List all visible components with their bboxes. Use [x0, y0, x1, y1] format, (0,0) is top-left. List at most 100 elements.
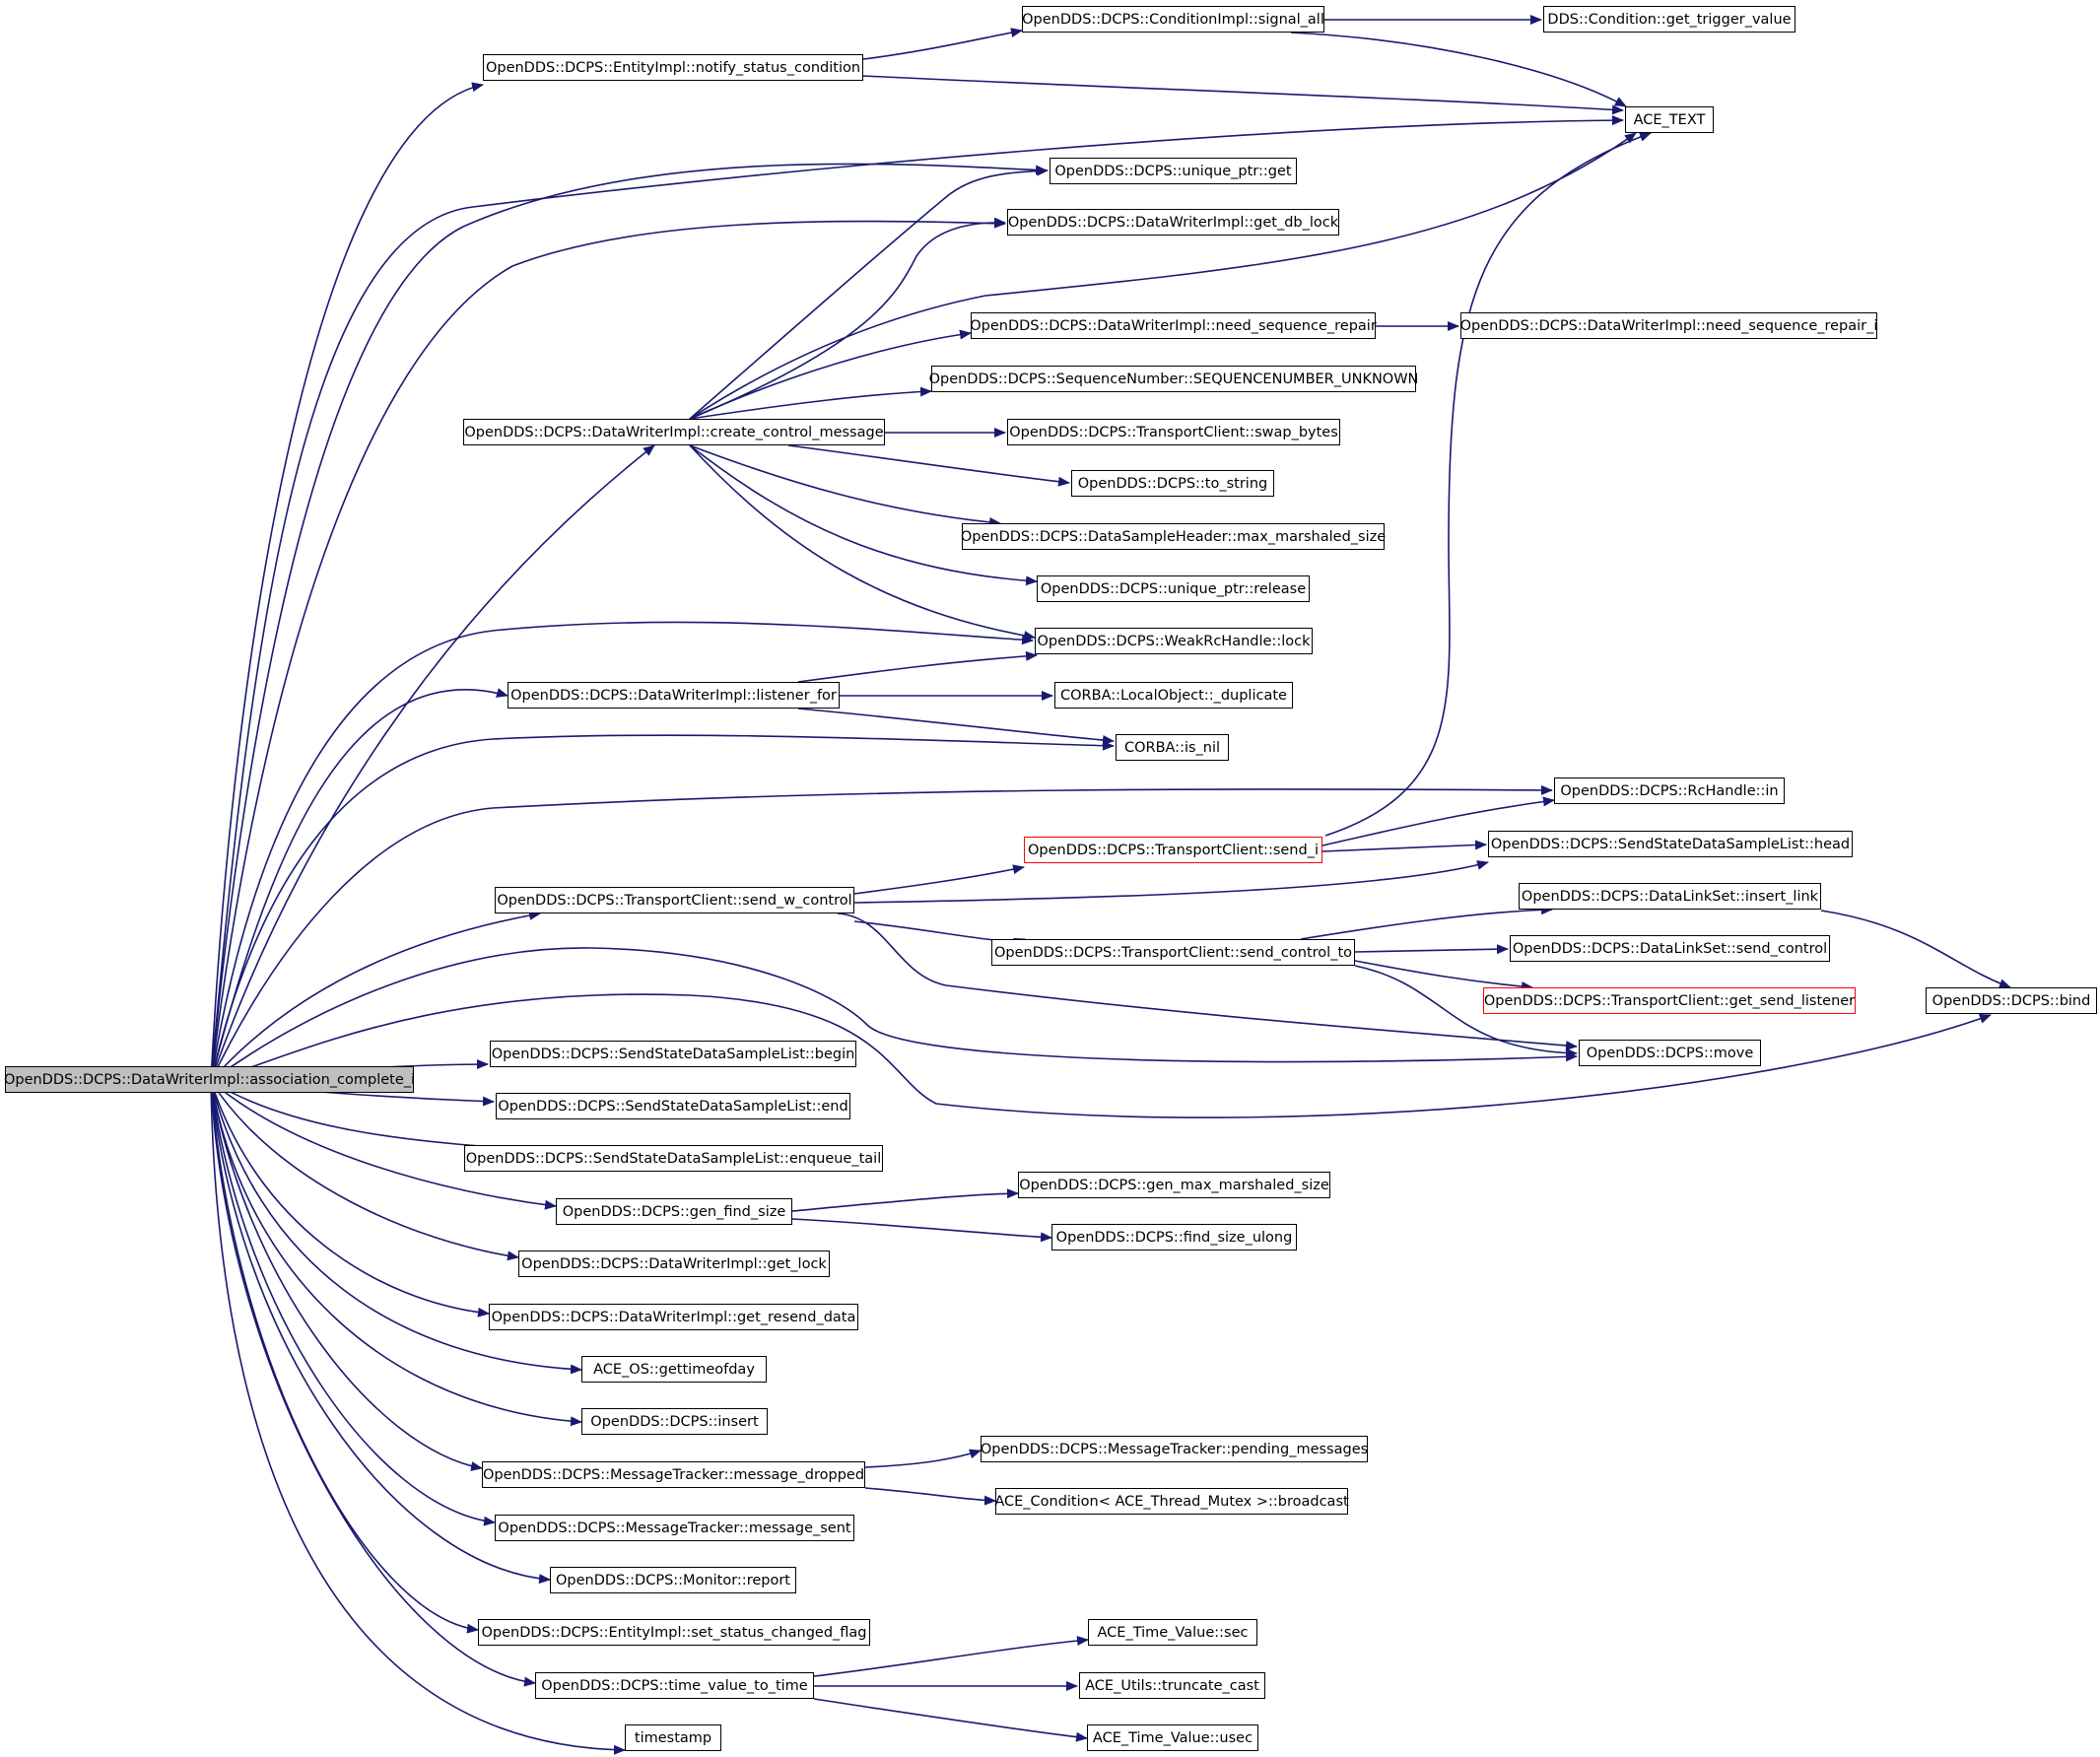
edge-listener-weak-lock [797, 650, 1038, 683]
edge-send-w-ctrl-send-ctrl-to [853, 920, 1026, 948]
node-sequencenumber-unknown[interactable]: OpenDDS::DCPS::SequenceNumber::SEQUENCEN… [929, 366, 1418, 392]
node-max-marshaled-size[interactable]: OpenDDS::DCPS::DataSampleHeader::max_mar… [961, 523, 1386, 550]
node-get-lock[interactable]: OpenDDS::DCPS::DataWriterImpl::get_lock [518, 1250, 830, 1277]
node-listener-for[interactable]: OpenDDS::DCPS::DataWriterImpl::listener_… [508, 682, 840, 709]
edge-create-uptr-release [689, 444, 1038, 586]
node-get-send-listener[interactable]: OpenDDS::DCPS::TransportClient::get_send… [1483, 987, 1856, 1014]
node-need-sequence-repair[interactable]: OpenDDS::DCPS::DataWriterImpl::need_sequ… [970, 312, 1377, 339]
edge-assoc-weak-lock [210, 621, 1034, 1082]
node-corba-is-nil[interactable]: CORBA::is_nil [1116, 734, 1229, 761]
node-get-resend-data[interactable]: OpenDDS::DCPS::DataWriterImpl::get_resen… [489, 1304, 858, 1330]
node-sslist-begin[interactable]: OpenDDS::DCPS::SendStateDataSampleList::… [490, 1041, 856, 1067]
node-unique-ptr-get[interactable]: OpenDDS::DCPS::unique_ptr::get [1050, 158, 1297, 184]
node-ace-text[interactable]: ACE_TEXT [1625, 106, 1714, 133]
node-get-trigger-value[interactable]: DDS::Condition::get_trigger_value [1543, 6, 1795, 33]
edge-send-ctrl-to-insert-link [1300, 905, 1553, 940]
node-condition-broadcast[interactable]: ACE_Condition< ACE_Thread_Mutex >::broad… [994, 1488, 1349, 1515]
node-time-value-usec[interactable]: ACE_Time_Value::usec [1087, 1724, 1258, 1751]
node-notify-status-condition[interactable]: OpenDDS::DCPS::EntityImpl::notify_status… [483, 54, 863, 81]
edge-assoc-gen-find-size [210, 1080, 557, 1210]
node-gettimeofday[interactable]: ACE_OS::gettimeofday [581, 1356, 767, 1383]
node-unique-ptr-release[interactable]: OpenDDS::DCPS::unique_ptr::release [1037, 575, 1310, 602]
edge-assoc-ace-text [210, 115, 1624, 1082]
node-time-value-to-time[interactable]: OpenDDS::DCPS::time_value_to_time [535, 1672, 814, 1699]
edge-notify-signal-all [862, 28, 1023, 60]
node-sslist-head[interactable]: OpenDDS::DCPS::SendStateDataSampleList::… [1488, 831, 1853, 857]
edge-signal-all-ace-text [1290, 32, 1627, 107]
node-insert-link[interactable]: OpenDDS::DCPS::DataLinkSet::insert_link [1519, 883, 1821, 910]
edge-assoc-get-lock [210, 1080, 519, 1261]
node-swap-bytes[interactable]: OpenDDS::DCPS::TransportClient::swap_byt… [1007, 419, 1340, 445]
node-send-control-to[interactable]: OpenDDS::DCPS::TransportClient::send_con… [991, 939, 1355, 966]
edge-assoc-listener-for [210, 688, 508, 1082]
node-find-size-ulong[interactable]: OpenDDS::DCPS::find_size_ulong [1051, 1224, 1297, 1250]
node-sslist-enqueue-tail[interactable]: OpenDDS::DCPS::SendStateDataSampleList::… [464, 1145, 883, 1172]
edge-assoc-create-ctrl [210, 444, 655, 1082]
node-monitor-report[interactable]: OpenDDS::DCPS::Monitor::report [550, 1567, 796, 1593]
edge-create-to-string [787, 444, 1070, 487]
edge-assoc-gettimeofday [210, 1080, 582, 1375]
edge-notify-ace-text [862, 75, 1624, 115]
edge-assoc-get-db-lock [210, 218, 1006, 1082]
edge-create-uptr-get [689, 166, 1049, 420]
node-insert[interactable]: OpenDDS::DCPS::insert [581, 1408, 768, 1435]
edge-send-ctrl-to-get-send-listener [1354, 960, 1533, 991]
node-timestamp[interactable]: timestamp [625, 1724, 721, 1751]
edge-assoc-tv-to-time [210, 1080, 536, 1687]
edge-send-ctrl-to-dls-send-ctrl [1354, 944, 1509, 955]
node-sslist-end[interactable]: OpenDDS::DCPS::SendStateDataSampleList::… [496, 1093, 850, 1119]
edge-gen-find-size-find-size-ulong [791, 1218, 1052, 1243]
edge-send-w-ctrl-move [837, 912, 1578, 1051]
node-pending-messages[interactable]: OpenDDS::DCPS::MessageTracker::pending_m… [981, 1436, 1368, 1462]
edge-send-i-sslist-head [1321, 840, 1487, 852]
node-gen-find-size[interactable]: OpenDDS::DCPS::gen_find_size [556, 1198, 792, 1225]
edge-listener-is-nil [797, 708, 1115, 746]
node-rchandle-in[interactable]: OpenDDS::DCPS::RcHandle::in [1554, 777, 1785, 804]
node-get-db-lock[interactable]: OpenDDS::DCPS::DataWriterImpl::get_db_lo… [1007, 209, 1339, 236]
edge-msg-dropped-pending [864, 1449, 982, 1468]
node-time-value-sec[interactable]: ACE_Time_Value::sec [1088, 1619, 1257, 1646]
edge-send-i-rc-in [1321, 796, 1555, 846]
node-dls-send-control[interactable]: OpenDDS::DCPS::DataLinkSet::send_control [1510, 935, 1830, 962]
edge-tv-to-time-tv-usec [813, 1698, 1088, 1742]
node-move[interactable]: OpenDDS::DCPS::move [1579, 1040, 1761, 1066]
edge-assoc-notify [210, 82, 484, 1082]
edge-assoc-insert [210, 1080, 582, 1427]
edge-assoc-timestamp [210, 1080, 626, 1755]
edge-assoc-send-w-ctrl [210, 911, 541, 1082]
edge-send-w-ctrl-send-i [853, 864, 1025, 895]
node-set-status-changed-flag[interactable]: OpenDDS::DCPS::EntityImpl::set_status_ch… [478, 1619, 870, 1646]
edge-assoc-msg-dropped [210, 1080, 483, 1471]
edge-assoc-rc-in [210, 784, 1553, 1082]
node-need-sequence-repair-i[interactable]: OpenDDS::DCPS::DataWriterImpl::need_sequ… [1460, 312, 1877, 339]
node-signal-all[interactable]: OpenDDS::DCPS::ConditionImpl::signal_all [1022, 6, 1324, 33]
node-send-i[interactable]: OpenDDS::DCPS::TransportClient::send_i [1024, 837, 1322, 863]
edge-send-i-ace-text [1324, 132, 1652, 837]
node-association-complete-i: OpenDDS::DCPS::DataWriterImpl::associati… [4, 1066, 415, 1093]
node-bind[interactable]: OpenDDS::DCPS::bind [1926, 987, 2097, 1014]
edge-send-ctrl-to-move [1354, 965, 1578, 1058]
node-send-w-control[interactable]: OpenDDS::DCPS::TransportClient::send_w_c… [495, 887, 854, 913]
node-message-sent[interactable]: OpenDDS::DCPS::MessageTracker::message_s… [495, 1515, 854, 1541]
node-weakrchandle-lock[interactable]: OpenDDS::DCPS::WeakRcHandle::lock [1035, 628, 1313, 654]
edge-assoc-msg-sent [210, 1080, 496, 1526]
edge-msg-dropped-broadcast [864, 1487, 996, 1506]
node-truncate-cast[interactable]: ACE_Utils::truncate_cast [1079, 1672, 1265, 1699]
edge-insert-link-bind [1820, 910, 2011, 988]
edge-assoc-is-nil [210, 734, 1115, 1082]
edge-assoc-report [210, 1080, 551, 1585]
edge-create-max-marsh [689, 444, 1001, 527]
edge-send-w-ctrl-sslist-head [853, 860, 1489, 904]
node-localobject-duplicate[interactable]: CORBA::LocalObject::_duplicate [1054, 682, 1293, 709]
node-message-dropped[interactable]: OpenDDS::DCPS::MessageTracker::message_d… [482, 1461, 865, 1488]
edge-create-ace-text [689, 132, 1637, 420]
node-gen-max-marshaled-size[interactable]: OpenDDS::DCPS::gen_max_marshaled_size [1018, 1172, 1330, 1198]
edge-create-seq-unknown [689, 386, 932, 420]
edge-gen-find-size-gen-max-marsh [791, 1188, 1019, 1212]
edge-create-weak-lock [689, 444, 1036, 641]
node-create-control-message[interactable]: OpenDDS::DCPS::DataWriterImpl::create_co… [463, 419, 885, 445]
edge-assoc-set-status [210, 1080, 479, 1634]
edge-create-get-db-lock [689, 217, 1006, 420]
node-to-string[interactable]: OpenDDS::DCPS::to_string [1071, 470, 1274, 497]
